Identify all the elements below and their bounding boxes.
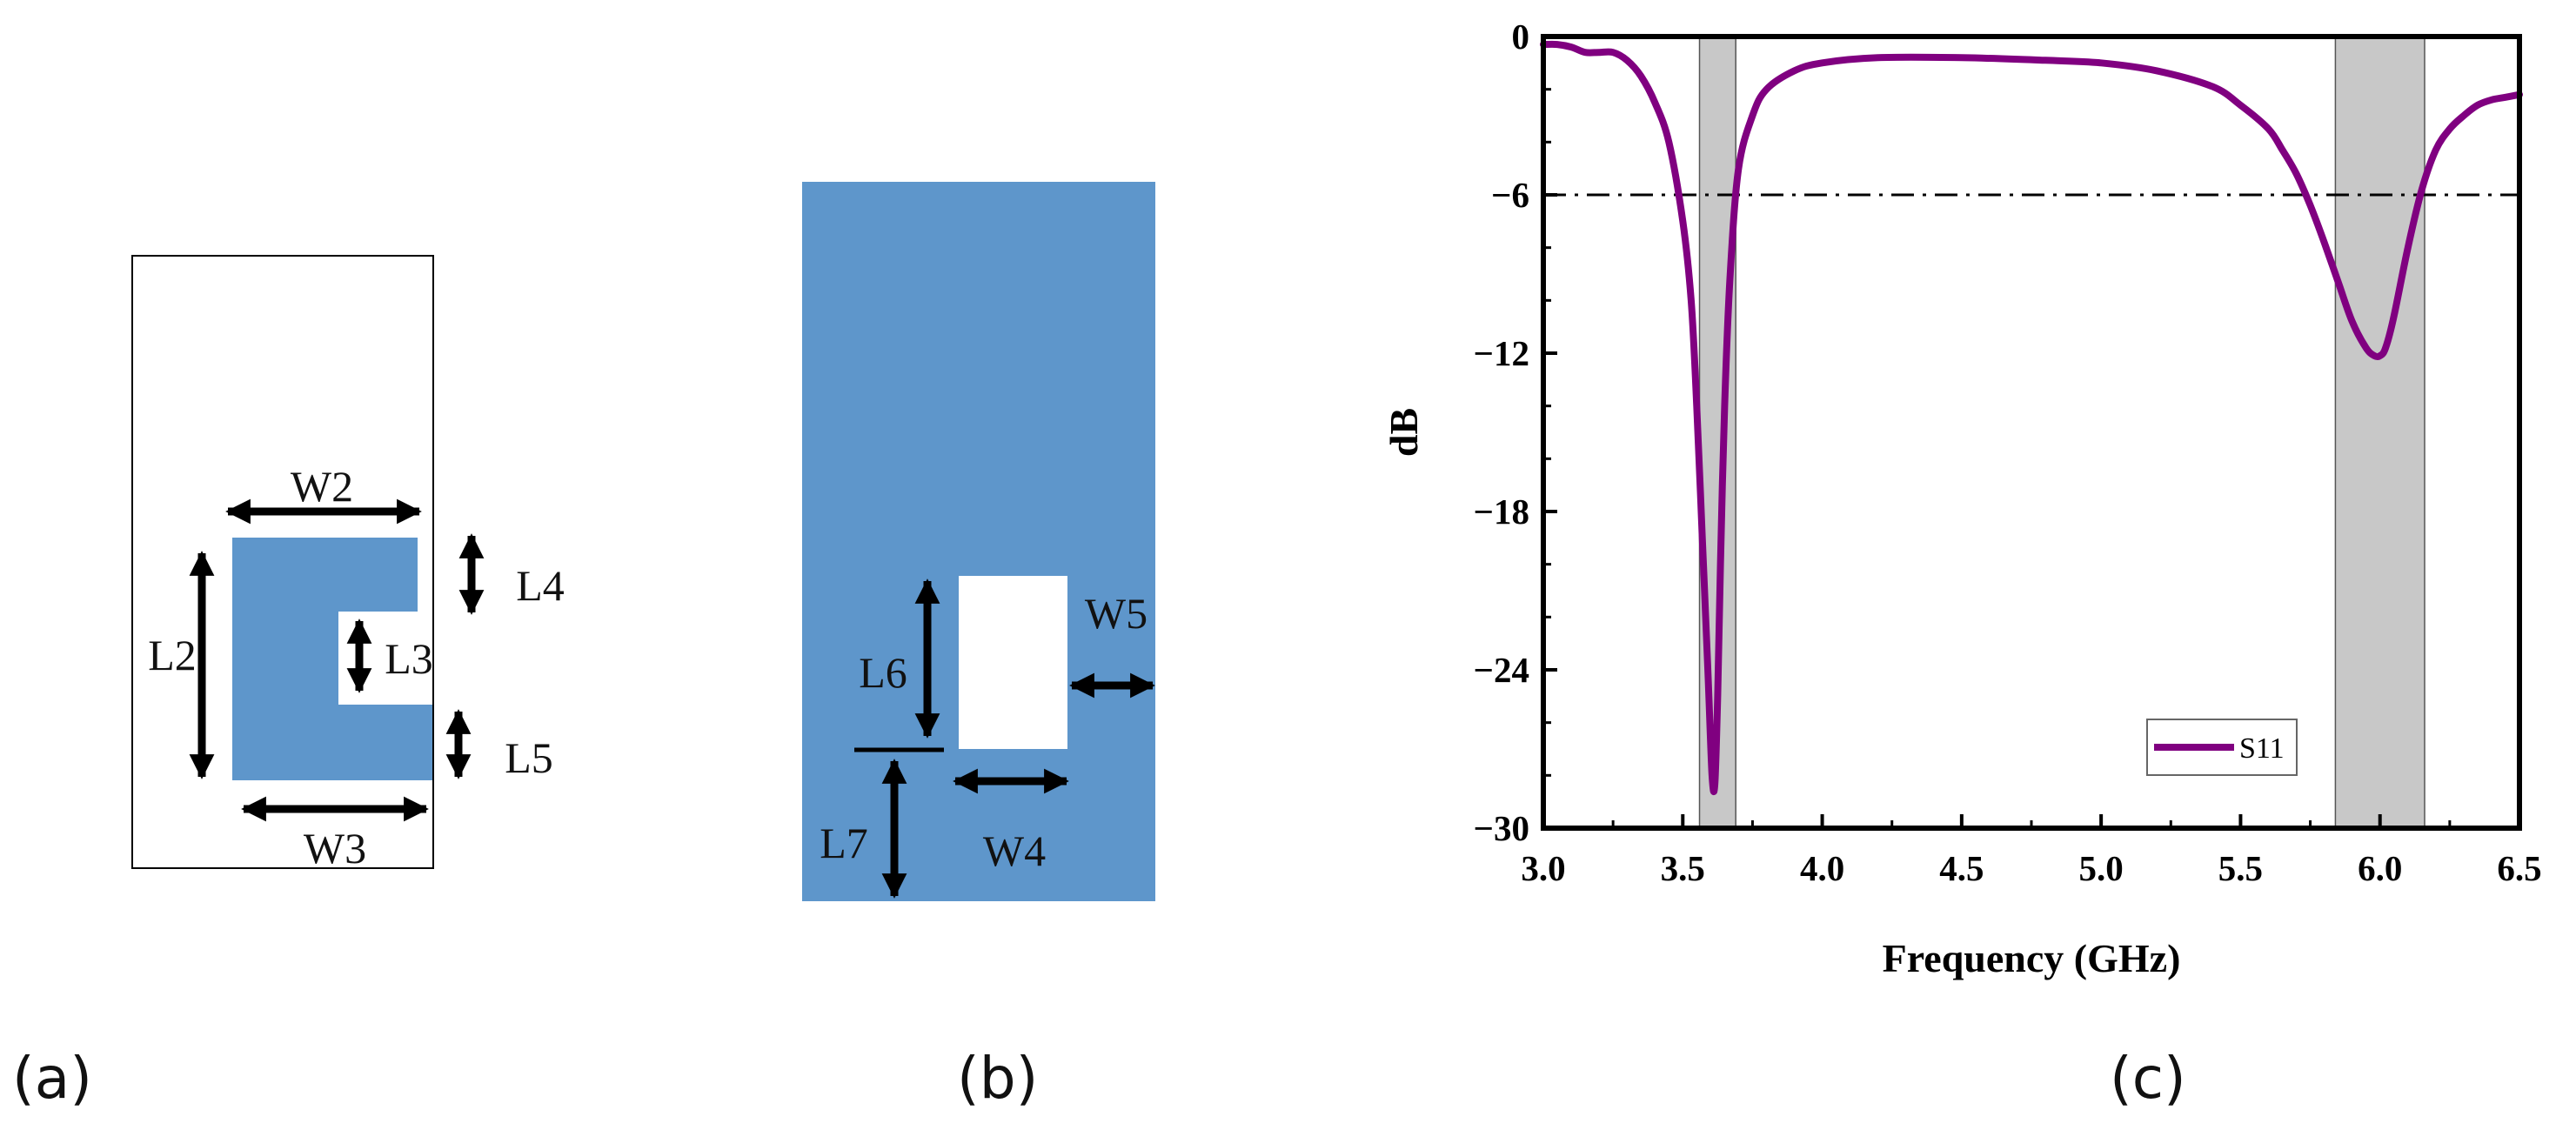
panel-a: W2 W3 L2 L3 L4 L5 (a)	[12, 255, 565, 1112]
w2-label: W2	[291, 462, 353, 511]
y-tick-label: 0	[1512, 17, 1530, 57]
w3-label: W3	[304, 824, 366, 873]
panel-b: L6 L7 W4 W5 (b)	[802, 182, 1155, 1112]
panel-b-label: (b)	[957, 1045, 1038, 1112]
panel-c: 3.0 3.5 4.0 4.5 5.0 5.5 6.0 6.5 0 −6 −12 −18 −24 −30…	[1382, 17, 2542, 1112]
x-tick-label: 6.5	[2497, 848, 2541, 888]
ground-plane	[802, 182, 1155, 901]
w5-label: W5	[1085, 589, 1147, 638]
l6-label: L6	[859, 648, 907, 697]
x-tick-label: 4.5	[1939, 848, 1984, 888]
x-tick-label: 3.0	[1521, 848, 1565, 888]
shaded-bands	[1698, 36, 2425, 829]
y-axis-title: dB	[1382, 408, 1426, 457]
shaded-band-2	[2334, 36, 2425, 829]
x-tick-label: 4.0	[1800, 848, 1844, 888]
substrate-outline-a	[131, 255, 434, 869]
x-axis-title: Frequency (GHz)	[1883, 936, 2181, 980]
y-tick-label: −6	[1491, 175, 1529, 215]
c-shaped-patch	[232, 538, 432, 780]
legend-label-s11: S11	[2239, 732, 2285, 765]
y-tick-label: −18	[1474, 491, 1529, 532]
l3-label: L3	[385, 634, 433, 683]
y-tick-label: −24	[1474, 650, 1529, 690]
l4-label: L4	[516, 561, 565, 610]
l2-label: L2	[148, 631, 197, 679]
panel-c-label: (c)	[2110, 1045, 2186, 1112]
l5-label: L5	[505, 733, 553, 782]
s11-curve	[1540, 40, 2523, 795]
x-tick-label: 5.5	[2218, 848, 2263, 888]
panel-a-label: (a)	[12, 1045, 92, 1112]
ground-slot	[959, 576, 1067, 749]
x-tick-label: 3.5	[1661, 848, 1705, 888]
l7-label: L7	[820, 819, 868, 867]
y-axis-ticks: 0 −6 −12 −18 −24 −30	[1474, 17, 1557, 848]
y-tick-label: −12	[1474, 333, 1529, 373]
x-axis-ticks: 3.0 3.5 4.0 4.5 5.0 5.5 6.0 6.5	[1521, 814, 2542, 888]
x-tick-label: 6.0	[2358, 848, 2402, 888]
w4-label: W4	[983, 826, 1046, 875]
legend: S11	[2146, 719, 2298, 776]
y-tick-label: −30	[1474, 808, 1529, 848]
x-tick-label: 5.0	[2079, 848, 2124, 888]
